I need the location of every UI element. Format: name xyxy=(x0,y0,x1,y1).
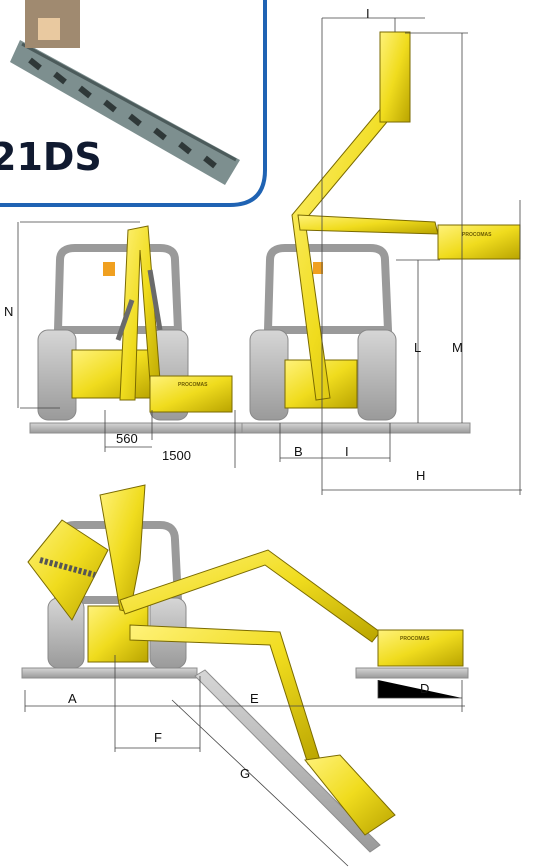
view-reach: PROCOMAS A E D F G xyxy=(21,484,469,867)
flail-head-brand: PROCOMAS xyxy=(400,636,430,642)
flail-head xyxy=(149,375,233,413)
arm-boom-up xyxy=(99,484,146,613)
dimension-label-l: L xyxy=(414,340,421,355)
hydraulic-cylinder xyxy=(115,269,163,341)
view-side-raised: PROCOMAS I L M B I H xyxy=(241,6,522,495)
flail-head-brand: PROCOMAS xyxy=(462,232,492,238)
view-side-folded: PROCOMAS N 560 1500 xyxy=(4,221,246,468)
ground-platform-right xyxy=(355,667,469,679)
flail-head-down xyxy=(304,754,396,836)
dimension-label-f: F xyxy=(154,730,162,745)
dimension-label-b: B xyxy=(294,444,303,459)
dimension-label-n: N xyxy=(4,304,13,319)
dimension-label-d: D xyxy=(420,681,429,696)
flail-head-horizontal xyxy=(437,224,521,260)
dimension-label-i-top: I xyxy=(366,6,370,21)
ground-platform xyxy=(21,667,198,679)
tractor-wheel-right xyxy=(357,329,397,421)
cutter-bar-photo xyxy=(10,0,240,185)
dimension-label-560: 560 xyxy=(116,431,138,446)
arm-boom-out xyxy=(119,549,381,643)
dimension-label-1500: 1500 xyxy=(162,448,191,463)
arm-base xyxy=(71,349,153,399)
slope-ground xyxy=(194,669,381,853)
flail-head-brand: PROCOMAS xyxy=(178,382,208,388)
dimension-label-m: M xyxy=(452,340,463,355)
tractor-wheel-left xyxy=(37,329,77,421)
dimension-label-a: A xyxy=(68,691,77,706)
beacon-light xyxy=(313,262,323,274)
flail-head-vertical xyxy=(379,31,411,123)
beacon-light xyxy=(103,262,115,276)
tractor-cab xyxy=(53,244,183,334)
product-photo-panel: 21DS xyxy=(0,0,267,207)
flail-head-up xyxy=(27,519,109,621)
flail-head-out xyxy=(377,629,464,667)
tractor-cab xyxy=(263,244,393,334)
arm-boom-horizontal xyxy=(297,214,439,235)
ground-platform xyxy=(241,422,471,434)
dimension-label-h: H xyxy=(416,468,425,483)
tractor-wheel-left xyxy=(249,329,289,421)
model-title: 21DS xyxy=(0,135,102,179)
dimension-label-e: E xyxy=(250,691,259,706)
dimension-label-i-bottom: I xyxy=(345,444,349,459)
dimension-label-g: G xyxy=(240,766,250,781)
